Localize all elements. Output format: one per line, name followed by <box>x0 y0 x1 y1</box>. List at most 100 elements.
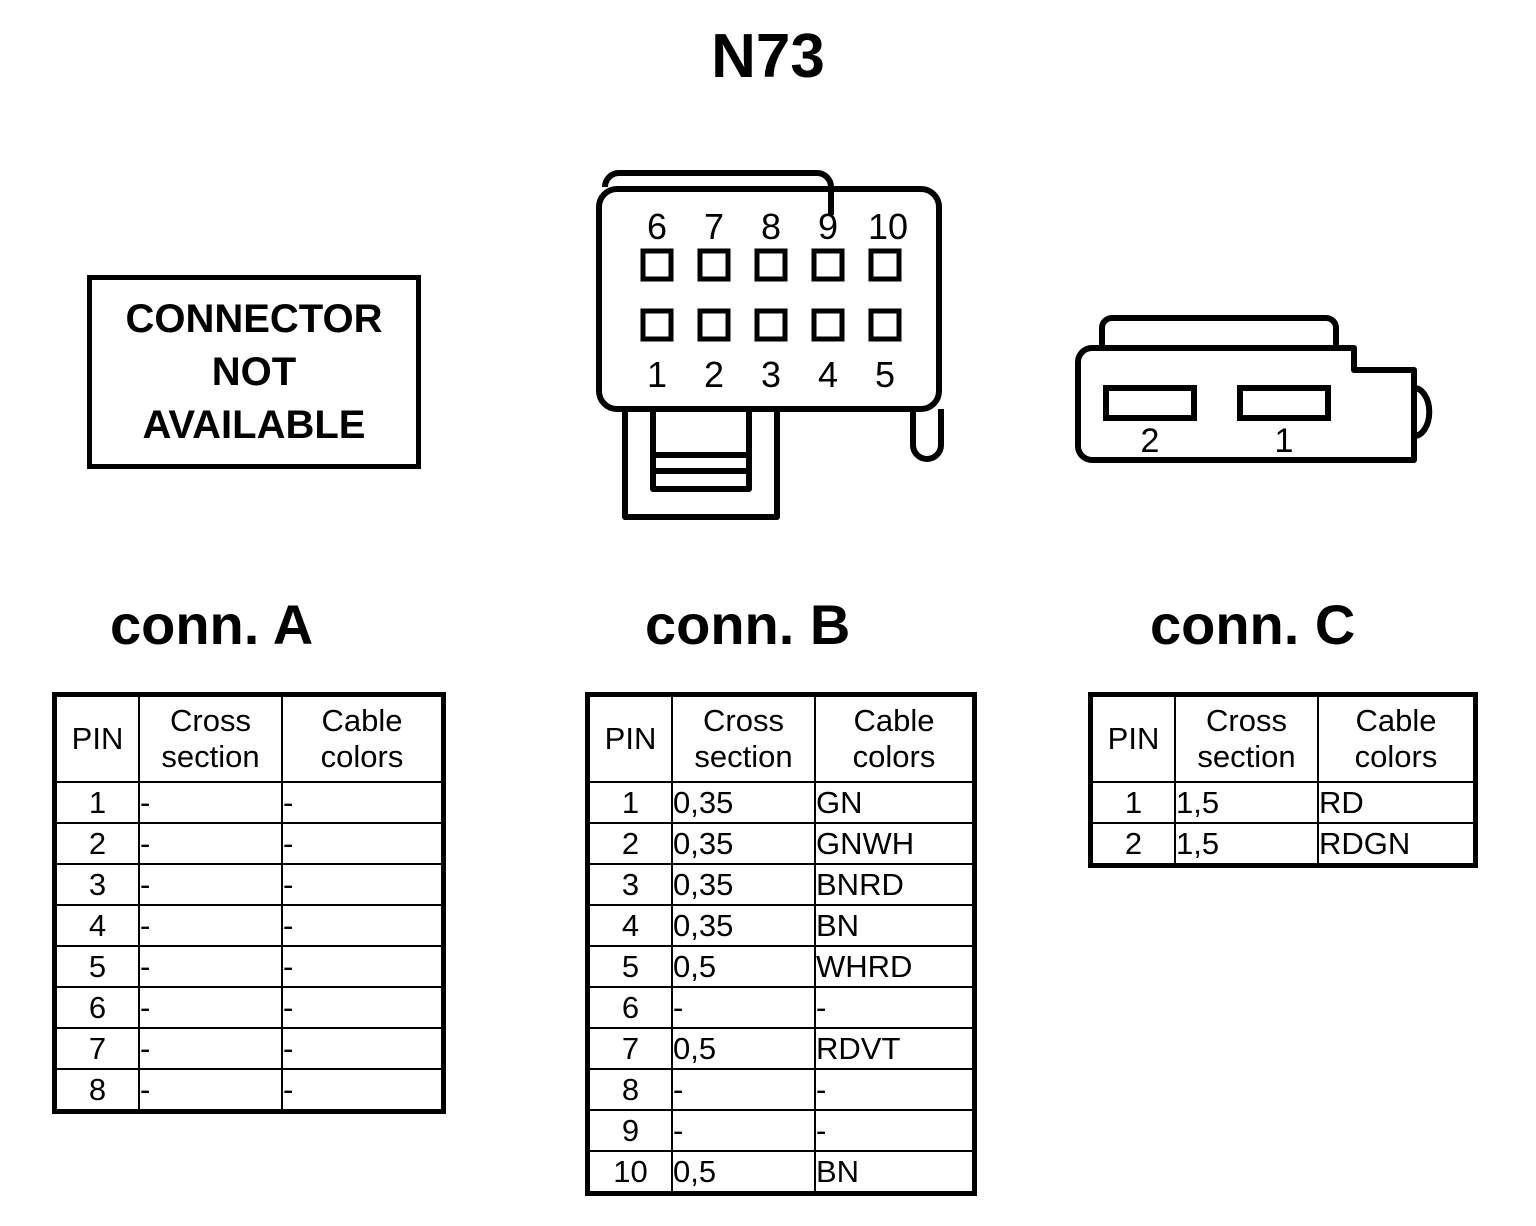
cavity-10 <box>868 248 902 282</box>
cell-cross-section: - <box>138 781 283 824</box>
column-header-cable-colors: Cable colors <box>814 697 972 783</box>
heading-conn-a: conn. A <box>110 593 314 656</box>
pin-label-3: 3 <box>761 354 781 395</box>
pin-label-6: 6 <box>647 206 667 247</box>
page-title: N73 <box>711 22 825 91</box>
cavity-8 <box>754 248 788 282</box>
cell-pin: 5 <box>57 945 140 988</box>
cell-cable-colors: - <box>281 863 441 906</box>
cell-cross-section: - <box>138 1027 283 1070</box>
cavity-5 <box>868 308 902 342</box>
cell-pin: 4 <box>57 904 140 947</box>
cell-cable-colors: - <box>281 986 441 1029</box>
cell-cable-colors: GNWH <box>814 822 972 865</box>
cell-cable-colors: BN <box>814 904 972 947</box>
pin-label-1: 1 <box>647 354 667 395</box>
cell-cable-colors: WHRD <box>814 945 972 988</box>
cavity-4 <box>811 308 845 342</box>
table-row: 3-- <box>57 863 441 906</box>
column-header-cross-section: Cross section <box>1174 697 1319 783</box>
cell-cross-section: - <box>138 986 283 1029</box>
cell-cable-colors: RD <box>1317 781 1473 824</box>
cell-pin: 8 <box>590 1068 673 1111</box>
header-colors-text: colors <box>1354 739 1438 774</box>
column-header-cross-section: Cross section <box>138 697 283 783</box>
cell-pin: 1 <box>1093 781 1176 824</box>
pin-label-5: 5 <box>875 354 895 395</box>
column-header-pin: PIN <box>590 697 673 783</box>
cell-cable-colors: - <box>281 822 441 865</box>
header-colors-text: colors <box>852 739 936 774</box>
cell-pin: 10 <box>590 1150 673 1191</box>
heading-conn-b: conn. B <box>645 593 851 656</box>
header-cross-text: Cross <box>1206 703 1287 738</box>
cavity-3 <box>754 308 788 342</box>
header-pin-text: PIN <box>1107 721 1160 756</box>
connector-c-illustration: 2 1 <box>1070 300 1460 465</box>
table-row: 6-- <box>590 986 972 1029</box>
table-row: 7-- <box>57 1027 441 1070</box>
pin-label-2: 2 <box>704 354 724 395</box>
cell-cable-colors: - <box>814 1068 972 1111</box>
cell-cable-colors: RDGN <box>1317 822 1473 863</box>
header-cross-text: Cross <box>703 703 784 738</box>
heading-conn-c: conn. C <box>1150 593 1356 656</box>
header-cross-text: Cross <box>170 703 251 738</box>
cell-cross-section: 1,5 <box>1174 781 1319 824</box>
table-row: 5-- <box>57 945 441 988</box>
cell-cable-colors: BN <box>814 1150 972 1191</box>
cell-pin: 2 <box>590 822 673 865</box>
not-available-line-2: NOT <box>211 349 297 394</box>
cell-pin: 7 <box>590 1027 673 1070</box>
cavity-7 <box>697 248 731 282</box>
cell-cross-section: 0,35 <box>671 822 816 865</box>
column-header-cable-colors: Cable colors <box>1317 697 1473 783</box>
connector-not-available-box: CONNECTOR NOT AVAILABLE <box>87 275 421 469</box>
cell-cable-colors: - <box>814 986 972 1029</box>
cell-cross-section: 0,35 <box>671 904 816 947</box>
table-row: 8-- <box>590 1068 972 1111</box>
cell-cross-section: - <box>671 986 816 1029</box>
cavity-1 <box>1237 385 1331 421</box>
cell-pin: 7 <box>57 1027 140 1070</box>
cell-cross-section: - <box>671 1109 816 1152</box>
cell-pin: 5 <box>590 945 673 988</box>
not-available-line-3: AVAILABLE <box>142 402 366 447</box>
table-row: 4-- <box>57 904 441 947</box>
table-row: 8-- <box>57 1068 441 1109</box>
cavity-1 <box>640 308 674 342</box>
pin-label-8: 8 <box>761 206 781 247</box>
table-row: 1-- <box>57 781 441 824</box>
cell-cross-section: 0,35 <box>671 863 816 906</box>
not-available-line-1: CONNECTOR <box>125 296 383 341</box>
pin-label-7: 7 <box>704 206 724 247</box>
cell-cross-section: 0,5 <box>671 1027 816 1070</box>
header-cable-text: Cable <box>1355 703 1437 738</box>
cell-pin: 6 <box>57 986 140 1029</box>
cell-pin: 6 <box>590 986 673 1029</box>
cell-pin: 3 <box>57 863 140 906</box>
cell-cable-colors: - <box>814 1109 972 1152</box>
cell-pin: 2 <box>1093 822 1176 863</box>
table-header-row: PIN Cross section Cable colors <box>1093 697 1473 783</box>
cell-cross-section: - <box>138 863 283 906</box>
cell-pin: 3 <box>590 863 673 906</box>
connector-b-illustration: 6 7 8 9 10 1 2 3 4 5 <box>595 155 965 525</box>
column-header-pin: PIN <box>1093 697 1176 783</box>
cell-cable-colors: BNRD <box>814 863 972 906</box>
header-pin-text: PIN <box>71 721 124 756</box>
table-row: 6-- <box>57 986 441 1029</box>
cell-cable-colors: - <box>281 1068 441 1109</box>
header-section-text: section <box>161 739 260 774</box>
slot-label-1: 1 <box>1275 422 1294 460</box>
header-section-text: section <box>694 739 793 774</box>
cell-pin: 2 <box>57 822 140 865</box>
cavity-2 <box>697 308 731 342</box>
